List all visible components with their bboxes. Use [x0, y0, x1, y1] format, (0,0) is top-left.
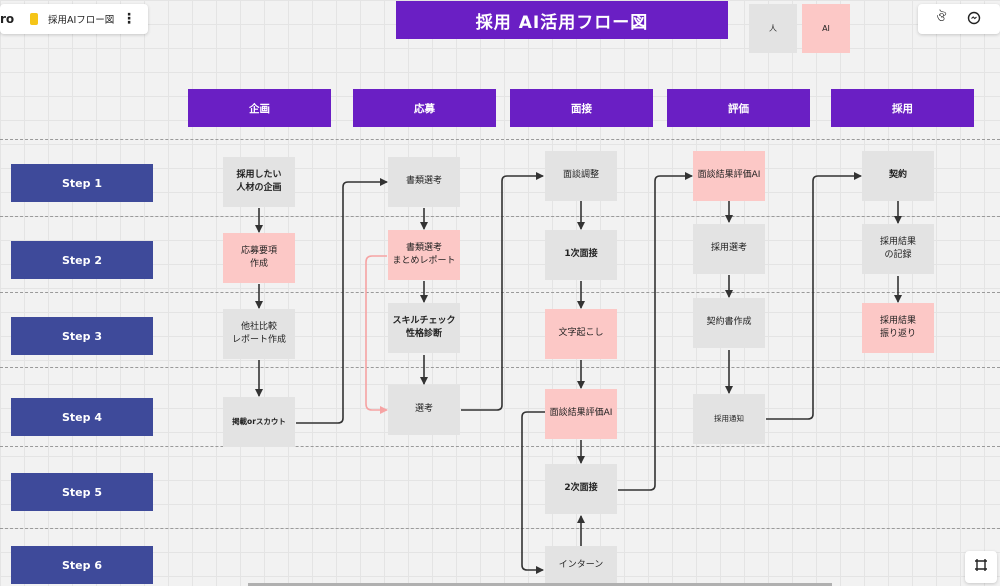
reactions-icon[interactable]: ঔ — [936, 10, 947, 24]
node-plan-post-or-scout[interactable]: 掲載orスカウト — [223, 397, 295, 447]
step-5-label: Step 5 — [11, 473, 153, 511]
comments-icon[interactable] — [967, 11, 981, 28]
board-name[interactable]: 採用AIフロー図 — [48, 15, 115, 26]
row-divider — [0, 528, 1000, 529]
legend-human: 人 — [749, 4, 797, 53]
step-6-label: Step 6 — [11, 546, 153, 584]
node-apply-skill-check[interactable]: スキルチェック 性格診断 — [388, 303, 460, 353]
column-header-interview: 面接 — [510, 89, 653, 127]
column-header-evaluation: 評価 — [667, 89, 810, 127]
node-interview-eval-ai[interactable]: 面談結果評価AI — [545, 389, 617, 439]
column-header-apply: 応募 — [353, 89, 496, 127]
column-header-plan: 企画 — [188, 89, 331, 127]
step-4-label: Step 4 — [11, 398, 153, 436]
node-plan-requirements[interactable]: 応募要項 作成 — [223, 233, 295, 283]
ai-link-app2-app4 — [365, 255, 388, 414]
node-interview-first[interactable]: 1次面接 — [545, 230, 617, 280]
node-interview-scheduling[interactable]: 面談調整 — [545, 151, 617, 201]
row-divider — [0, 139, 1000, 140]
node-hire-review[interactable]: 採用結果 振り返り — [862, 303, 934, 353]
node-eval-notice[interactable]: 採用通知 — [693, 394, 765, 444]
row-divider — [0, 292, 1000, 293]
arrow-plan4-app1 — [296, 178, 388, 424]
node-interview-internship[interactable]: インターン — [545, 546, 617, 586]
node-plan-competitor-report[interactable]: 他社比較 レポート作成 — [223, 309, 295, 359]
node-eval-contract-draft[interactable]: 契約書作成 — [693, 298, 765, 348]
collab-toolbar: ঔ — [918, 4, 1000, 34]
board-icon — [30, 13, 38, 25]
column-header-hire: 採用 — [831, 89, 974, 127]
arrow-int5-eval1 — [618, 172, 693, 491]
row-divider — [0, 446, 1000, 447]
legend-ai: AI — [802, 4, 850, 53]
more-menu-icon[interactable]: ⋮ — [122, 11, 136, 27]
app-logo[interactable]: ro — [0, 12, 15, 26]
arrow-app4-int1 — [461, 172, 544, 411]
row-divider — [0, 216, 1000, 217]
step-3-label: Step 3 — [11, 317, 153, 355]
node-hire-contract[interactable]: 契約 — [862, 151, 934, 201]
diagram-title: 採用 AI活用フロー図 — [396, 1, 728, 39]
node-interview-transcription[interactable]: 文字起こし — [545, 309, 617, 359]
arrow-int4-int6 — [521, 411, 545, 574]
step-1-label: Step 1 — [11, 164, 153, 202]
row-divider — [0, 367, 1000, 368]
node-eval-selection[interactable]: 採用選考 — [693, 224, 765, 274]
node-apply-screening[interactable]: 書類選考 — [388, 157, 460, 207]
board-header: ro 採用AIフロー図 ⋮ — [0, 4, 148, 34]
arrow-eval4-hire1 — [766, 172, 862, 420]
frame-button[interactable] — [965, 551, 997, 583]
horizontal-scrollbar[interactable] — [248, 583, 832, 586]
node-eval-ai[interactable]: 面談結果評価AI — [693, 151, 765, 201]
node-plan-talent[interactable]: 採用したい 人材の企画 — [223, 157, 295, 207]
node-interview-second[interactable]: 2次面接 — [545, 464, 617, 514]
step-2-label: Step 2 — [11, 241, 153, 279]
node-hire-record[interactable]: 採用結果 の記録 — [862, 224, 934, 274]
node-apply-screening-report[interactable]: 書類選考 まとめレポート — [388, 230, 460, 280]
node-apply-selection[interactable]: 選考 — [388, 385, 460, 435]
frame-icon — [974, 558, 988, 576]
